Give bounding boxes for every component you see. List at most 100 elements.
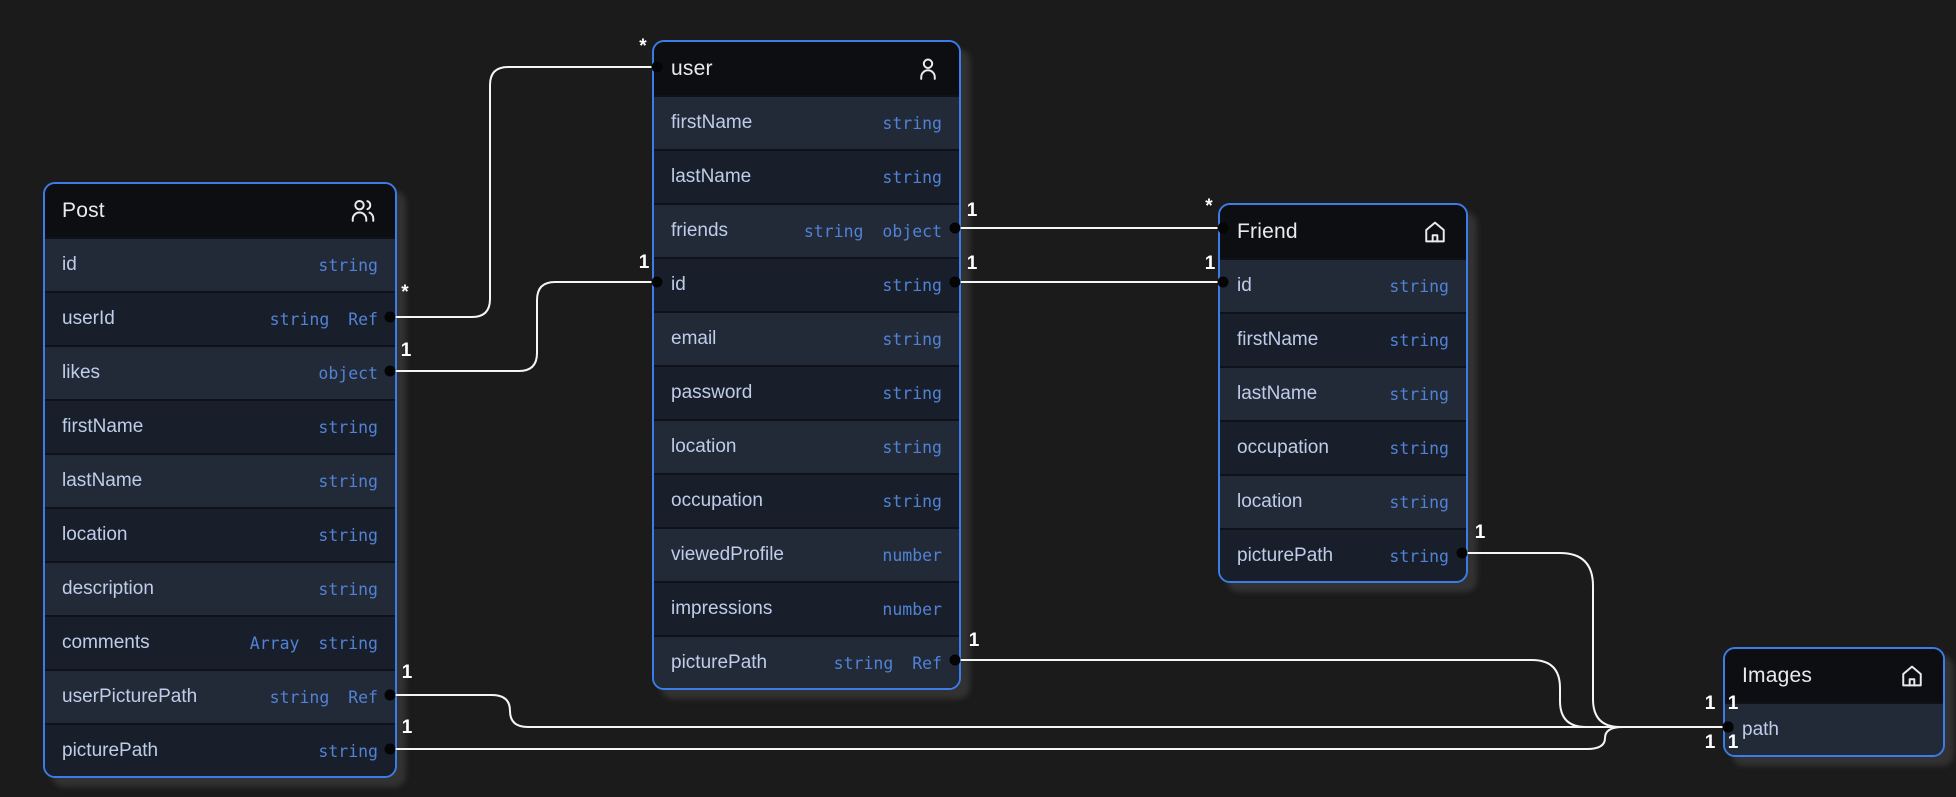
- field-row-path[interactable]: path: [1725, 702, 1943, 755]
- users-icon: [348, 197, 378, 225]
- field-row-description[interactable]: description string: [45, 561, 395, 615]
- field-type: string: [318, 525, 378, 545]
- field-type: string: [882, 167, 942, 187]
- cardinality-label: 1: [401, 662, 413, 683]
- field-name: location: [62, 524, 128, 545]
- relationship-line-Friend.picturePath-Images.path[interactable]: [1462, 552, 1728, 728]
- field-type: string: [318, 579, 378, 599]
- table-title: Images: [1742, 663, 1813, 687]
- field-type: string: [1389, 492, 1449, 512]
- field-type: string Ref: [269, 687, 378, 707]
- cardinality-label: 1: [966, 253, 978, 274]
- field-type: string: [1389, 330, 1449, 350]
- field-name: lastName: [62, 470, 143, 491]
- field-name: picturePath: [62, 740, 159, 761]
- field-name: occupation: [1237, 437, 1329, 458]
- field-row-userPicturePath[interactable]: userPicturePath string Ref: [45, 669, 395, 723]
- field-type: string object: [803, 221, 942, 241]
- cardinality-label: 1: [1204, 253, 1216, 274]
- user-icon: [914, 55, 942, 83]
- field-row-location[interactable]: location string: [654, 419, 959, 473]
- field-row-location[interactable]: location string: [45, 507, 395, 561]
- relationship-line-Post.likes-user.id[interactable]: [390, 281, 657, 372]
- field-row-id[interactable]: id string: [1220, 258, 1466, 312]
- field-type: string Ref: [269, 309, 378, 329]
- field-type: string: [882, 113, 942, 133]
- field-name: occupation: [671, 490, 763, 511]
- field-name: viewedProfile: [671, 544, 784, 565]
- field-type: string: [318, 741, 378, 761]
- field-name: comments: [62, 632, 150, 653]
- field-name: picturePath: [671, 652, 768, 673]
- table-header[interactable]: Post: [45, 184, 395, 237]
- field-type: string: [882, 275, 942, 295]
- field-name: likes: [62, 362, 101, 383]
- field-row-lastName[interactable]: lastName string: [1220, 366, 1466, 420]
- field-row-likes[interactable]: likes object: [45, 345, 395, 399]
- field-name: location: [1237, 491, 1303, 512]
- field-type: string: [882, 383, 942, 403]
- cardinality-label: *: [639, 36, 647, 57]
- field-type: string: [1389, 546, 1449, 566]
- field-name: friends: [671, 220, 729, 241]
- cardinality-label: 1: [966, 200, 978, 221]
- field-name: id: [62, 254, 77, 275]
- field-row-lastName[interactable]: lastName string: [45, 453, 395, 507]
- field-type: string: [882, 437, 942, 457]
- field-type: string: [882, 329, 942, 349]
- table-header[interactable]: user: [654, 42, 959, 95]
- field-name: id: [671, 274, 686, 295]
- field-type: string: [1389, 438, 1449, 458]
- table-header[interactable]: Images: [1725, 649, 1943, 702]
- field-row-firstName[interactable]: firstName string: [654, 95, 959, 149]
- field-name: firstName: [671, 112, 753, 133]
- field-type: string: [318, 255, 378, 275]
- table-user[interactable]: user firstName string lastName string friends…: [652, 40, 961, 690]
- table-title: user: [671, 56, 713, 80]
- relationship-line-Post.userPicturePath-Images.path[interactable]: [390, 694, 1728, 728]
- cardinality-label: *: [401, 282, 409, 303]
- table-Images[interactable]: Images path: [1723, 647, 1945, 757]
- field-row-id[interactable]: id string: [654, 257, 959, 311]
- field-row-location[interactable]: location string: [1220, 474, 1466, 528]
- field-row-occupation[interactable]: occupation string: [1220, 420, 1466, 474]
- field-name: path: [1742, 719, 1779, 740]
- field-name: lastName: [671, 166, 752, 187]
- table-header[interactable]: Friend: [1220, 205, 1466, 258]
- relationship-line-Post.picturePath-Images.path[interactable]: [390, 726, 1728, 750]
- field-row-friends[interactable]: friends string object: [654, 203, 959, 257]
- relationship-line-Post.userId-user[interactable]: [390, 66, 657, 318]
- field-type: Array string: [249, 633, 378, 653]
- field-name: userPicturePath: [62, 686, 198, 707]
- field-row-picturePath[interactable]: picturePath string: [45, 723, 395, 776]
- table-Post[interactable]: Post id string userId string Ref likes object f…: [43, 182, 397, 778]
- relationship-line-user.picturePath-Images.path[interactable]: [955, 659, 1728, 728]
- field-name: id: [1237, 275, 1252, 296]
- field-type: number: [882, 599, 942, 619]
- field-type: object: [318, 363, 378, 383]
- cardinality-label: *: [1205, 196, 1213, 217]
- field-name: location: [671, 436, 737, 457]
- field-type: string: [318, 471, 378, 491]
- field-row-lastName[interactable]: lastName string: [654, 149, 959, 203]
- field-name: lastName: [1237, 383, 1318, 404]
- field-row-comments[interactable]: comments Array string: [45, 615, 395, 669]
- field-type: string: [318, 417, 378, 437]
- field-name: userId: [62, 308, 115, 329]
- field-type: string: [1389, 384, 1449, 404]
- field-type: string: [1389, 276, 1449, 296]
- field-row-id[interactable]: id string: [45, 237, 395, 291]
- field-row-userId[interactable]: userId string Ref: [45, 291, 395, 345]
- field-name: description: [62, 578, 154, 599]
